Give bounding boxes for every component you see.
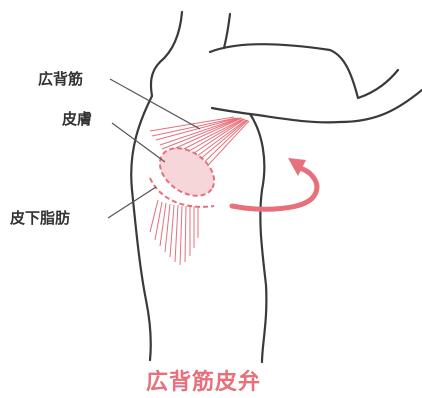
neck-right-line: [224, 14, 230, 48]
leader-lines: [108, 79, 200, 218]
torso-right-line: [250, 114, 266, 362]
rotation-arrow: [232, 168, 317, 209]
label-fat: 皮下脂肪: [10, 207, 70, 228]
torso-left-line: [131, 96, 152, 360]
diagram-caption: 広背筋皮弁: [146, 364, 261, 396]
muscle-fibers-lower: [150, 200, 198, 265]
neck-left-line: [151, 12, 182, 96]
arm-lower-line: [212, 90, 422, 122]
arm-upper-line: [210, 44, 398, 98]
leader-muscle: [110, 79, 200, 129]
label-muscle: 広背筋: [38, 68, 83, 89]
label-skin: 皮膚: [62, 108, 92, 129]
